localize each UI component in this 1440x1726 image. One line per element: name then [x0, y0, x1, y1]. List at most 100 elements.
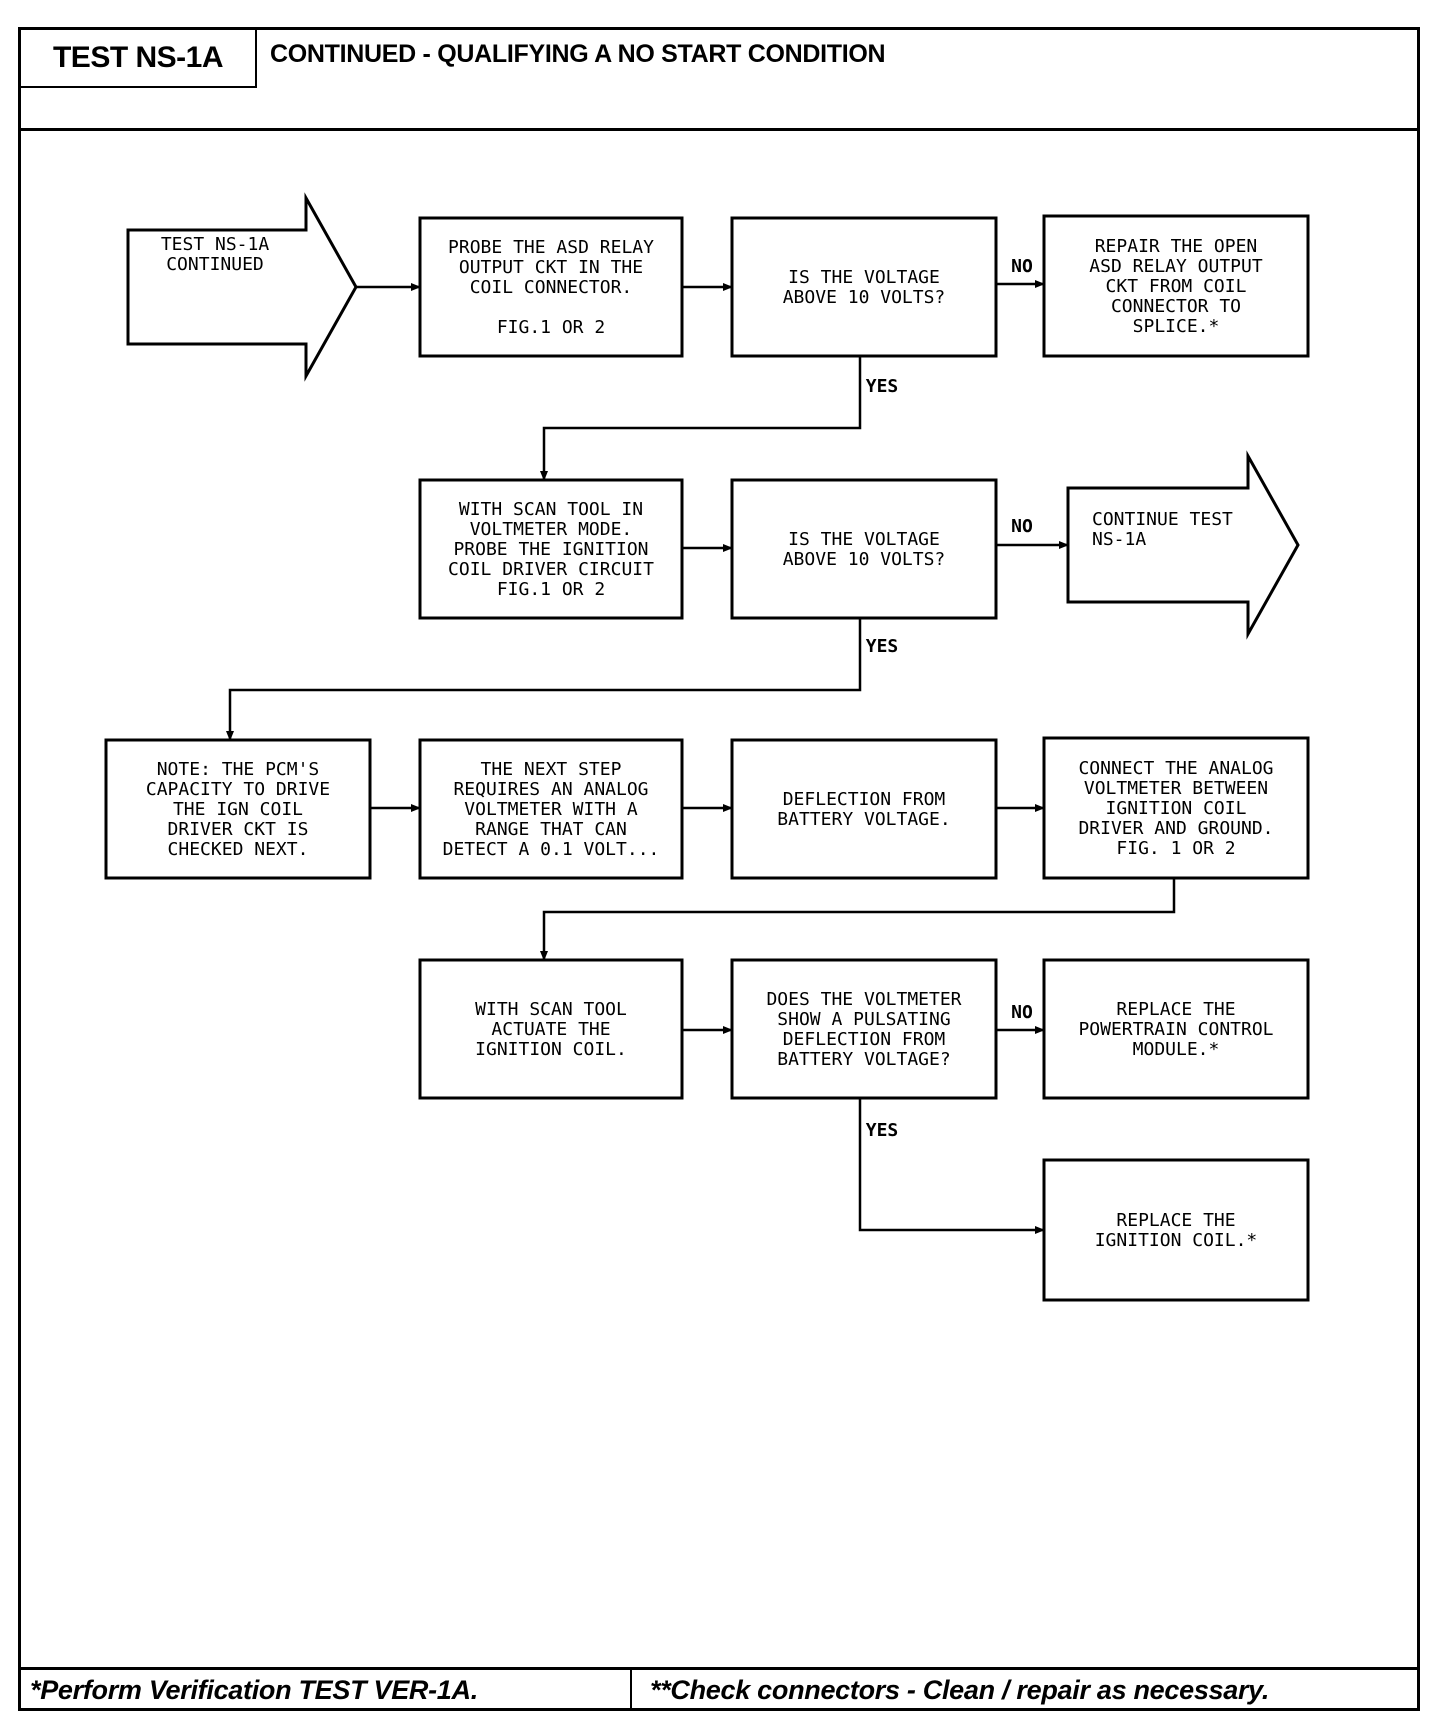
edge-q3-to-replace-coil — [858, 1098, 1045, 1234]
node-text-line: RANGE THAT CAN — [475, 819, 627, 840]
node-text-line: REPLACE THE — [1116, 999, 1235, 1020]
node-text-line: DEFLECTION FROM — [783, 789, 946, 810]
node-text-line: MODULE.* — [1133, 1039, 1220, 1060]
node-shape — [1042, 736, 1310, 880]
node-text-line: THE NEXT STEP — [481, 759, 622, 780]
node-shape — [418, 738, 684, 880]
node-text-line: CONNECT THE ANALOG — [1078, 758, 1273, 779]
footer-divider — [630, 1667, 632, 1711]
edge-label-yes: YES — [866, 376, 899, 397]
edge-q1-to-scan-voltmeter — [540, 356, 862, 481]
node-shape — [1042, 1158, 1310, 1302]
node-text-line: ABOVE 10 VOLTS? — [783, 549, 946, 570]
node-text-line: NOTE: THE PCM'S — [157, 759, 320, 780]
node-text-line: IGNITION COIL.* — [1095, 1230, 1258, 1251]
node-text-line: TEST NS-1A — [161, 234, 270, 255]
node-text-line: OUTPUT CKT IN THE — [459, 257, 643, 278]
node-text-line: COIL CONNECTOR. — [470, 277, 633, 298]
node-text-line: COIL DRIVER CIRCUIT — [448, 559, 654, 580]
header-bar — [18, 27, 1420, 131]
edge-label-yes: YES — [866, 1120, 899, 1141]
node-shape — [126, 192, 358, 382]
footer-bar — [18, 1667, 1420, 1711]
node-text-line: DOES THE VOLTMETER — [766, 989, 961, 1010]
node-text-line: CONNECTOR TO — [1111, 296, 1241, 317]
node-text-line: ACTUATE THE — [491, 1019, 610, 1040]
node-text-line: THE IGN COIL — [173, 799, 303, 820]
node-text-line: REPAIR THE OPEN — [1095, 236, 1258, 257]
node-text-line: CKT FROM COIL — [1106, 276, 1247, 297]
node-text-line: NS-1A — [1092, 529, 1146, 550]
node-shape — [418, 216, 684, 358]
edge-label-no: NO — [1011, 1002, 1033, 1023]
node-text-line: FIG. 1 OR 2 — [1116, 838, 1235, 859]
test-id-label: TEST NS-1A — [21, 30, 257, 88]
node-text-line: IS THE VOLTAGE — [788, 267, 940, 288]
node-shape — [730, 738, 998, 880]
node-shape — [418, 478, 684, 620]
node-text-line: PROBE THE ASD RELAY — [448, 237, 654, 258]
node-text-line: CONTINUE TEST — [1092, 509, 1233, 530]
node-shape — [418, 958, 684, 1100]
node-text-line: CONTINUED — [166, 254, 264, 275]
footer-note-connectors: **Check connectors - Clean / repair as n… — [650, 1675, 1270, 1705]
node-text-line: DETECT A 0.1 VOLT... — [443, 839, 660, 860]
node-text-line: FIG.1 OR 2 — [497, 317, 605, 338]
node-text-line: PROBE THE IGNITION — [453, 539, 648, 560]
edge-q2-to-note — [226, 618, 862, 741]
node-shape — [730, 478, 998, 620]
node-text-line: DEFLECTION FROM — [783, 1029, 946, 1050]
node-text-line: CHECKED NEXT. — [168, 839, 309, 860]
node-text-line: REQUIRES AN ANALOG — [453, 779, 648, 800]
edge-label-yes: YES — [866, 636, 899, 657]
node-text-line: BATTERY VOLTAGE? — [777, 1049, 950, 1070]
node-text-line: VOLTMETER BETWEEN — [1084, 778, 1268, 799]
node-shape — [730, 216, 998, 358]
node-text-line: BATTERY VOLTAGE. — [777, 809, 950, 830]
node-shape — [1042, 958, 1310, 1100]
node-text-line: ABOVE 10 VOLTS? — [783, 287, 946, 308]
node-text-line: ASD RELAY OUTPUT — [1089, 256, 1263, 277]
node-text-line: SPLICE.* — [1133, 316, 1220, 337]
node-text-line: IS THE VOLTAGE — [788, 529, 940, 550]
node-text-line: IGNITION COIL. — [475, 1039, 627, 1060]
node-text-line: REPLACE THE — [1116, 1210, 1235, 1231]
edge-connect-analog-to-actuate — [540, 878, 1176, 961]
node-text-line: IGNITION COIL — [1106, 798, 1247, 819]
node-text-line: WITH SCAN TOOL — [475, 999, 627, 1020]
node-shape — [1066, 450, 1300, 640]
page-title: CONTINUED - QUALIFYING A NO START CONDIT… — [270, 40, 886, 68]
node-text-line: CAPACITY TO DRIVE — [146, 779, 330, 800]
page-frame — [18, 27, 1420, 1711]
node-text-line: VOLTMETER WITH A — [464, 799, 638, 820]
node-text-line: DRIVER CKT IS — [168, 819, 309, 840]
edge-label-no: NO — [1011, 256, 1033, 277]
node-text-line: DRIVER AND GROUND. — [1078, 818, 1273, 839]
node-text-line: SHOW A PULSATING — [777, 1009, 950, 1030]
edge-label-no: NO — [1011, 516, 1033, 537]
node-text-line: VOLTMETER MODE. — [470, 519, 633, 540]
node-text-line: POWERTRAIN CONTROL — [1078, 1019, 1273, 1040]
node-shape — [730, 958, 998, 1100]
footer-note-verification: *Perform Verification TEST VER-1A. — [30, 1675, 478, 1705]
node-shape — [104, 738, 372, 880]
node-shape — [1042, 214, 1310, 358]
node-text-line: WITH SCAN TOOL IN — [459, 499, 643, 520]
node-text-line: FIG.1 OR 2 — [497, 579, 605, 600]
